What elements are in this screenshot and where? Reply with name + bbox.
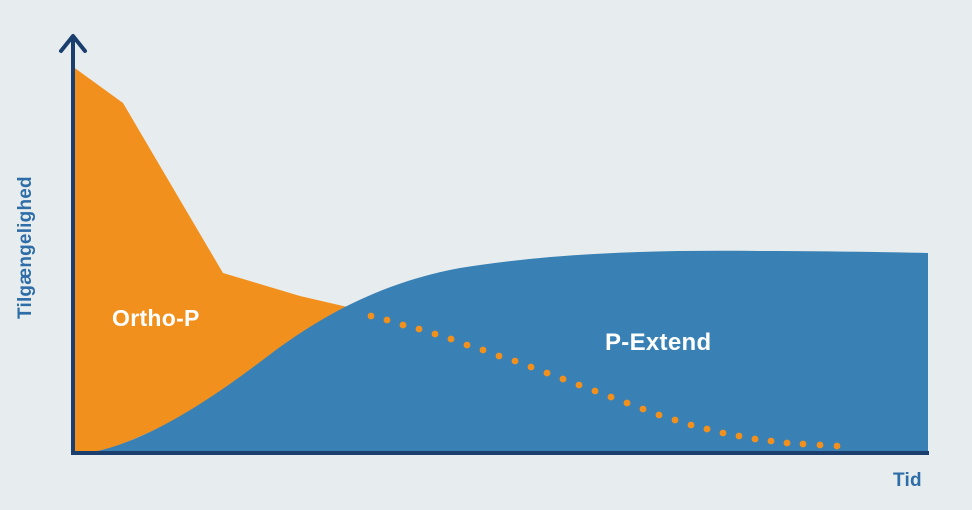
dotted-line-ortho-residual [367, 312, 841, 450]
series-label-p-extend: P-Extend [605, 329, 712, 356]
series-label-ortho-p: Ortho-P [112, 305, 200, 331]
y-axis-arrow-icon [59, 34, 87, 53]
y-axis-label: Tilgængelighed [15, 176, 36, 319]
x-axis-label: Tid [893, 470, 922, 491]
area-p-extend [93, 250, 928, 452]
